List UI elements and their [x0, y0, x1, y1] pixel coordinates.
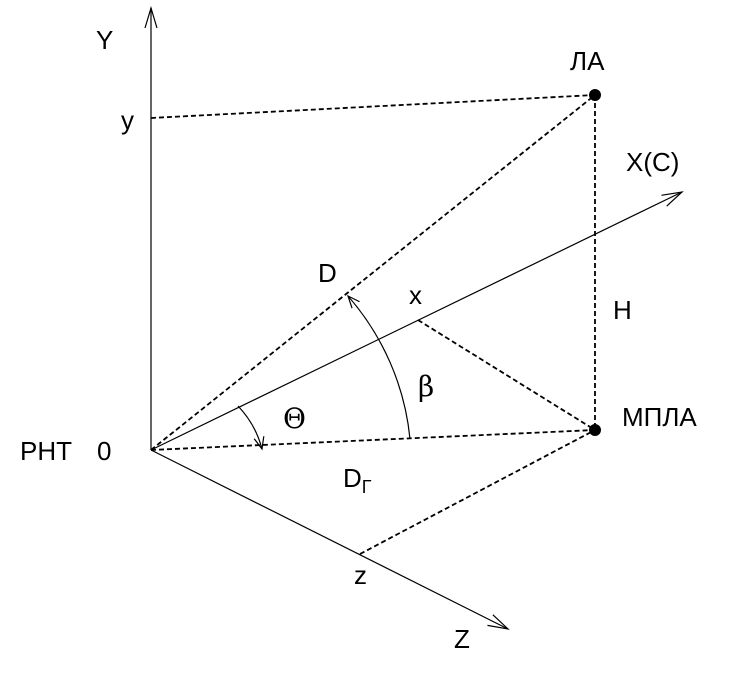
- height-label: H: [613, 295, 632, 325]
- horizontal-range-label: DГ: [343, 463, 372, 497]
- y-projection-line: [150, 94, 596, 119]
- horizontal-range-sub: Г: [362, 477, 372, 497]
- x-value-label: x: [409, 280, 422, 310]
- aircraft-projection-point: [589, 424, 601, 436]
- z-axis-line: [150, 449, 508, 629]
- theta-arc: [237, 405, 262, 449]
- x-projection-line: [417, 319, 596, 431]
- theta-label: Θ: [283, 402, 306, 435]
- origin-zero-label: 0: [97, 436, 111, 466]
- aircraft-point: [589, 89, 601, 101]
- x-axis-label: X(C): [626, 147, 679, 177]
- origin-station-label: РНТ: [20, 436, 72, 466]
- aircraft-label: ЛА: [570, 46, 605, 76]
- horizontal-range-line: [150, 429, 596, 451]
- range-line-d: [150, 94, 596, 451]
- y-value-label: y: [121, 105, 134, 135]
- y-axis-label: Y: [96, 25, 113, 55]
- z-value-label: z: [354, 560, 367, 590]
- aircraft-projection-label: МПЛА: [622, 402, 697, 432]
- beta-label: β: [418, 370, 434, 403]
- range-d-label: D: [318, 258, 337, 288]
- x-axis-line: [150, 192, 682, 451]
- beta-arc: [348, 296, 411, 440]
- z-axis-label: Z: [454, 624, 470, 654]
- z-projection-line: [359, 429, 596, 555]
- horizontal-range-main: D: [343, 463, 362, 493]
